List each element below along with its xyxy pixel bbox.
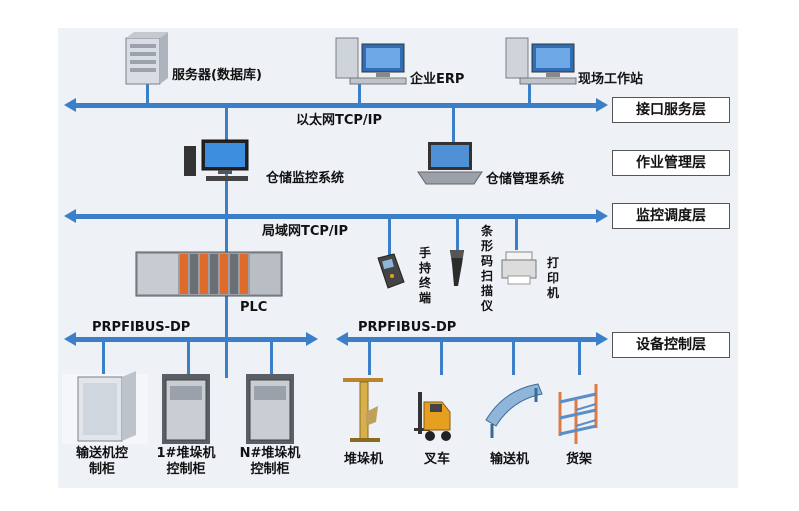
workstation-label: 现场工作站 [578, 72, 644, 87]
ethernet-label: 以太网TCP/IP [296, 113, 383, 128]
barcode-link [456, 216, 459, 250]
rack-label: 货架 [566, 452, 593, 467]
stacker1-cab-label: 1#堆垛机控制柜 [156, 446, 216, 477]
conveyor-icon [485, 383, 543, 438]
erp-computer-icon [335, 37, 407, 85]
lan-bus-arrow-left [64, 209, 76, 223]
handheld-link [388, 216, 391, 256]
handheld-terminal-icon [377, 253, 405, 289]
barcode-label: 条形码扫描仪 [480, 224, 493, 313]
conveyor-cabinet-icon [62, 371, 148, 444]
stackern-cabinet-icon [246, 374, 294, 444]
stacker-link [368, 339, 371, 375]
conveyor-link [512, 339, 515, 375]
layer-operation-box: 作业管理层 [612, 150, 730, 176]
ethernet-bus-arrow-right [596, 98, 608, 112]
erp-label: 企业ERP [410, 72, 465, 87]
workstation-link [528, 80, 531, 104]
server-label: 服务器(数据库) [172, 68, 262, 83]
handheld-label: 手持终端 [418, 246, 431, 305]
wh-manage-link [452, 106, 455, 146]
profibus-left-arrow-left [64, 332, 76, 346]
layer-monitor-box: 监控调度层 [612, 203, 730, 229]
profibus-right-bus [348, 337, 596, 342]
server-icon [125, 32, 168, 85]
forklift-icon [414, 392, 451, 441]
conveyor-label: 输送机 [490, 452, 530, 467]
wh-manage-label: 仓储管理系统 [486, 172, 565, 187]
forklift-link [440, 339, 443, 375]
ethernet-bus [76, 103, 596, 108]
plc-icon [135, 251, 283, 297]
conv-cab-label: 输送机控制柜 [75, 446, 128, 477]
forklift-label: 叉车 [424, 452, 451, 467]
bus-right-label: PRPFIBUS-DP [358, 320, 457, 335]
ethernet-bus-arrow-left [64, 98, 76, 112]
bus-left-label: PRPFIBUS-DP [92, 320, 191, 335]
profibus-right-arrow-right [596, 332, 608, 346]
wh-monitor-label: 仓储监控系统 [266, 171, 345, 186]
stackern-cab-label: N#堆垛机控制柜 [239, 446, 301, 477]
layer-device-box: 设备控制层 [612, 332, 730, 358]
profibus-left-bus [76, 337, 306, 342]
printer-label: 打印机 [546, 256, 559, 300]
profibus-right-arrow-left [336, 332, 348, 346]
layer-interface-box: 接口服务层 [612, 97, 730, 123]
stacker1-cab-link [187, 339, 190, 375]
lan-label: 局域网TCP/IP [262, 224, 349, 239]
stacker-label: 堆垛机 [344, 452, 384, 467]
rack-link [578, 339, 581, 375]
printer-link [515, 216, 518, 250]
monitor-pc-icon [184, 139, 249, 181]
rack-icon [558, 384, 598, 444]
stacker1-cabinet-icon [162, 374, 210, 444]
profibus-left-arrow-right [306, 332, 318, 346]
wh-monitor-link [225, 106, 228, 378]
barcode-scanner-icon [450, 250, 464, 286]
stackern-cab-link [270, 339, 273, 375]
lan-bus [76, 214, 596, 219]
stacker-crane-icon [343, 378, 383, 442]
erp-link [358, 80, 361, 104]
server-link [146, 82, 149, 104]
plc-label: PLC [240, 300, 268, 315]
workstation-computer-icon [505, 37, 577, 85]
lan-bus-arrow-right [596, 209, 608, 223]
printer-icon [501, 251, 537, 285]
laptop-icon [417, 142, 483, 185]
conv-cab-link [102, 339, 105, 375]
